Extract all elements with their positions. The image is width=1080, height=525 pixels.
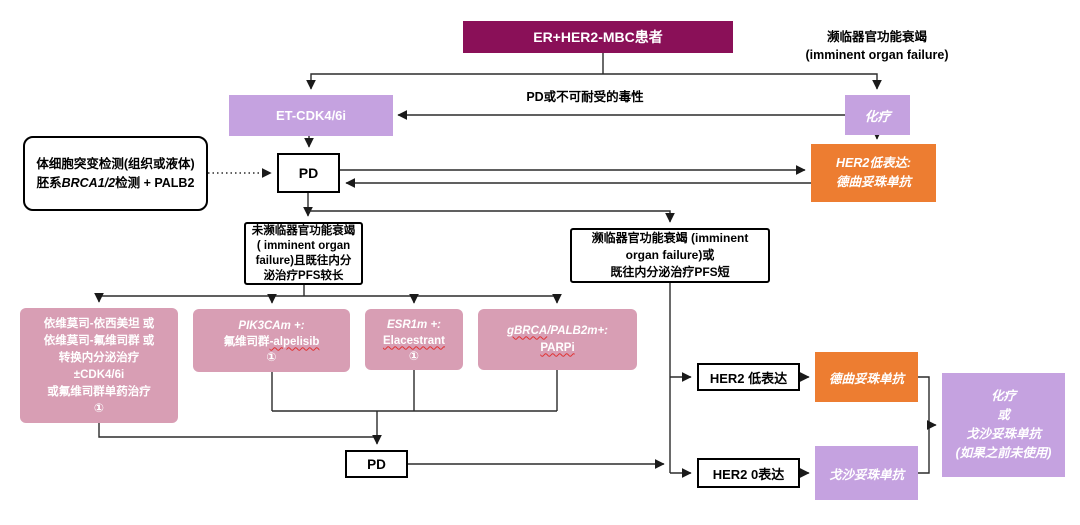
somatic-line1: 体细胞突变检测(组织或液体)	[36, 156, 195, 171]
connector-group	[94, 53, 937, 478]
line-box1-to-pd2	[98, 423, 377, 438]
pd-box-2: PD	[345, 450, 408, 478]
line-rail-top	[99, 285, 557, 297]
imminent-organ-failure-label: 濒临器官功能衰竭 (imminent organ failure)	[805, 30, 949, 62]
somatic-testing-box: 体细胞突变检测(组织或液体) 胚系BRCA1/2检测 + PALB2	[23, 136, 208, 211]
footnote-1-icon: ①	[93, 401, 105, 415]
somatic-line2: 胚系BRCA1/2检测 + PALB2	[36, 175, 195, 190]
sg-box: 戈沙妥珠单抗	[815, 446, 918, 500]
imminent-short-pfs-box: 濒临器官功能衰竭 (imminent organ failure)或 既往内分泌…	[570, 228, 770, 283]
her2low-tdxd-box: HER2低表达: 德曲妥珠单抗	[811, 144, 936, 202]
chemo-box: 化疗	[845, 95, 910, 135]
footnote-1-icon: ①	[266, 349, 277, 364]
pik3ca-box: PIK3CAm +: 氟维司群-alpelisib ①	[193, 309, 350, 372]
line-merge-final	[918, 376, 930, 474]
endocrine-options-box: 依维莫司-依西美坦 或 依维莫司-氟维司群 或 转换内分泌治疗 ±CDK4/6i…	[20, 308, 178, 423]
line-rail-bottom	[271, 370, 558, 412]
line-to-chemo	[603, 73, 882, 90]
pd-toxicity-label: PD或不可耐受的毒性	[526, 90, 644, 104]
tdxd-box: 德曲妥珠单抗	[815, 352, 918, 402]
line-pd1-to-imminent	[308, 210, 675, 223]
footnote-1-icon: ①	[408, 348, 420, 363]
chemo-or-sg-box: 化疗 或 戈沙妥珠单抗 (如果之前未使用)	[942, 373, 1065, 477]
gbrca-parpi-box: gBRCA/PALB2m+: PARPi	[478, 309, 637, 370]
her2-zero-box: HER2 0表达	[697, 458, 800, 488]
not-imminent-box: 未濒临器官功能衰竭 ( imminent organ failure)且既往内分…	[244, 222, 363, 285]
esr1-box: ESR1m +: Elacestrant ①	[365, 309, 463, 370]
patient-box: ER+HER2-MBC患者	[463, 21, 733, 53]
her2-low-box: HER2 低表达	[697, 363, 800, 391]
et-cdk46i-box: ET-CDK4/6i	[229, 95, 393, 136]
line-to-etcdk	[306, 73, 603, 90]
pd-box-1: PD	[277, 153, 340, 193]
patient-label: ER+HER2-MBC患者	[533, 29, 663, 45]
